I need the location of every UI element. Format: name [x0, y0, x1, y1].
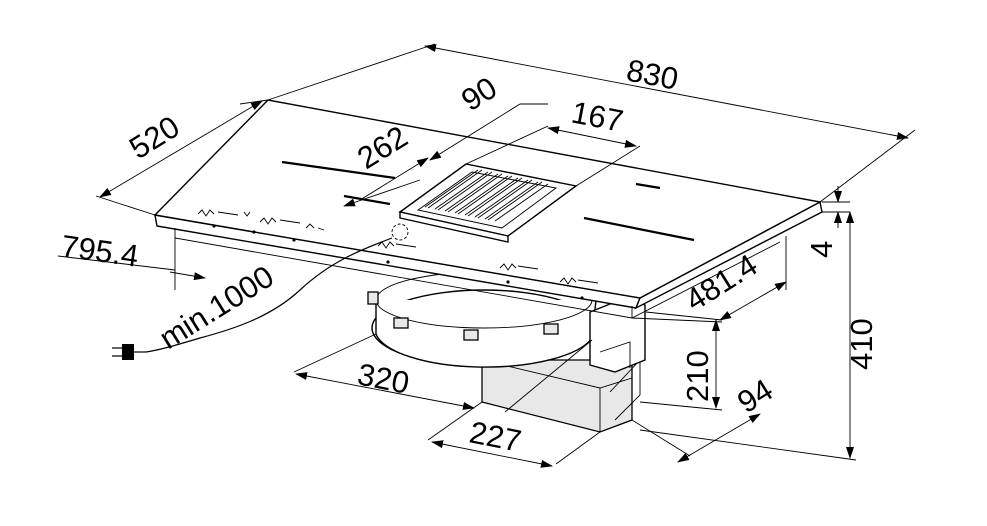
dim-167: 167	[569, 95, 626, 139]
dim-320: 320	[355, 357, 412, 401]
dim-90: 90	[455, 70, 503, 118]
dim-min-1000: min.1000	[153, 259, 280, 356]
control-panel-symbols	[197, 209, 599, 300]
power-cable	[112, 223, 409, 360]
dimension-lines	[57, 43, 916, 468]
dim-520: 520	[123, 109, 185, 166]
dim-94: 94	[731, 372, 779, 420]
motor-housing	[367, 271, 646, 433]
dim-227: 227	[467, 415, 524, 459]
dim-830: 830	[624, 53, 681, 97]
vent-grille	[398, 163, 578, 243]
dim-410: 410	[844, 318, 879, 370]
cooking-zones	[281, 160, 695, 242]
dim-795-4: 795.4	[59, 228, 141, 273]
dim-210: 210	[680, 350, 715, 402]
dim-4: 4	[804, 241, 839, 258]
